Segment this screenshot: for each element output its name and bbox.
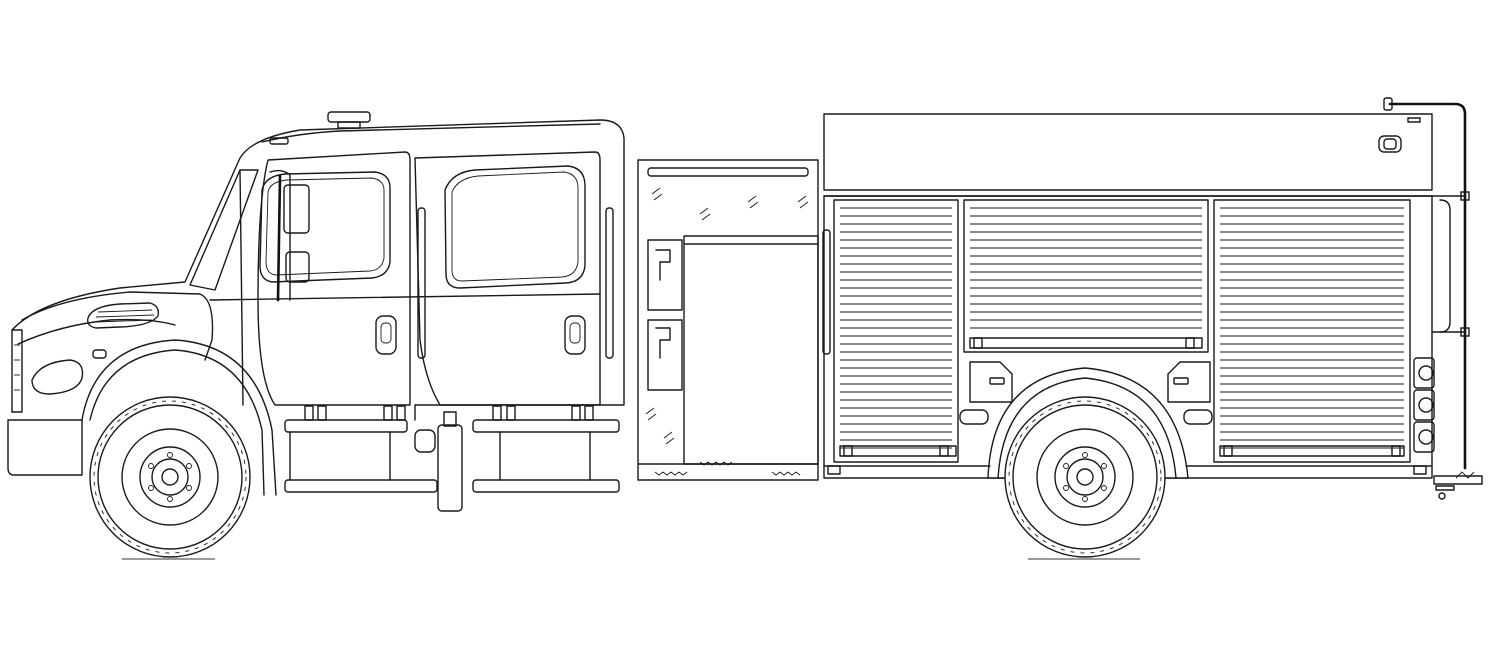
tread-marks [645,187,809,476]
roll-up-door-left [833,199,959,463]
grab-handles [417,207,614,359]
rear-handrail [1383,97,1483,500]
rear-discharge-outlets [1413,357,1435,453]
rear-wheel [1004,396,1166,558]
roll-up-door-center [959,199,1213,425]
cab-rear-door [414,151,601,406]
cab-steps [284,405,620,512]
cab-front-door [257,151,411,406]
cab [7,111,625,496]
roll-up-door-right [1213,199,1411,463]
body-lower-trim [823,465,1433,475]
front-wheel [89,396,251,558]
pump-panel [637,159,831,481]
